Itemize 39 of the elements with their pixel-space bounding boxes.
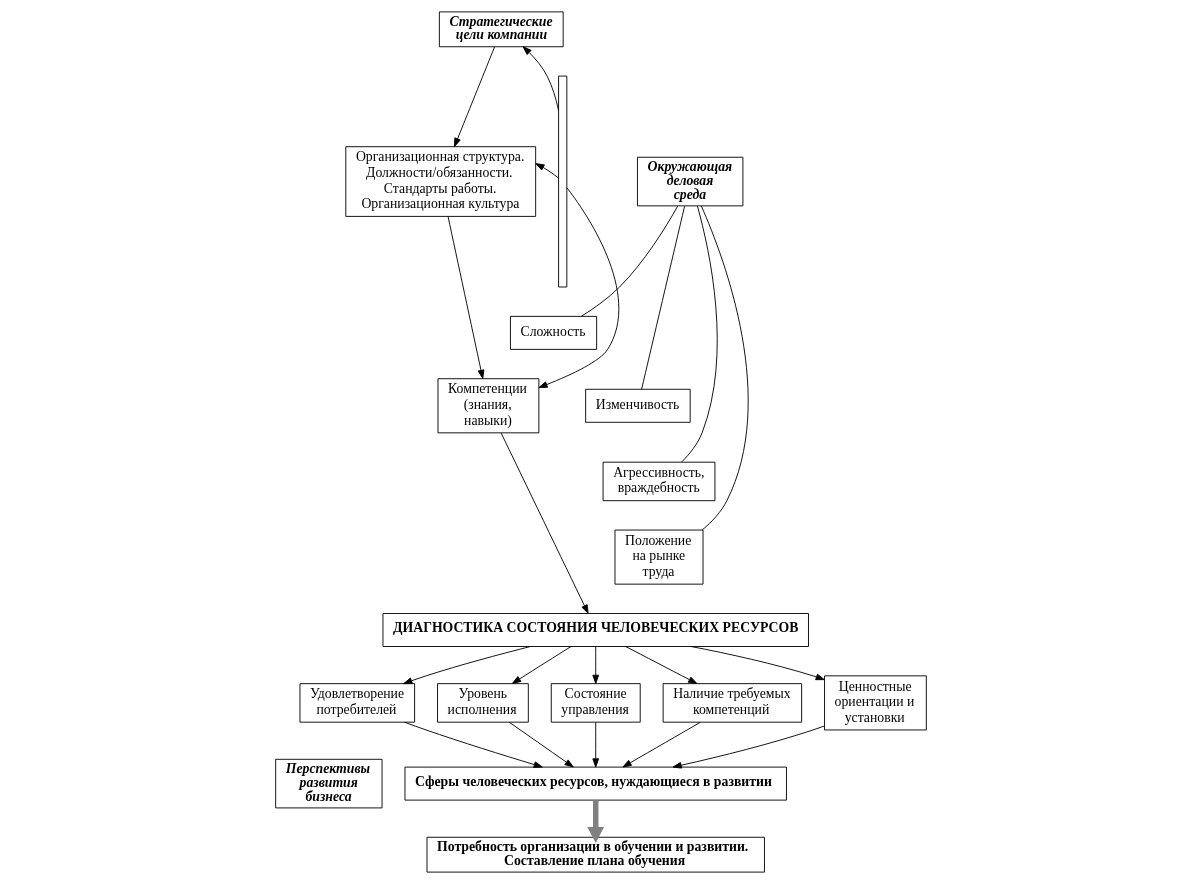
node-box: Состояние управления	[550, 683, 641, 723]
node-box: Перспективы развития бизнеса	[275, 758, 383, 809]
arrow	[500, 432, 589, 614]
connector	[641, 205, 686, 390]
node-box: Ценностные ориентации и установки	[824, 675, 927, 731]
node-box: Компетенции (знания, навыки)	[437, 378, 540, 434]
node-box: Окружающая деловая среда	[637, 156, 744, 207]
arrow	[587, 800, 605, 844]
node-box: Изменчивость	[585, 388, 691, 423]
connector	[681, 205, 718, 463]
arrow	[622, 721, 701, 768]
node-box: Сферы человеческих ресурсов, нуждающиеся в развитии	[404, 766, 787, 801]
arrow	[508, 721, 574, 768]
arrow	[592, 722, 600, 768]
node-box: ДИАГНОСТИКА СОСТОЯНИЯ ЧЕЛОВЕЧЕСКИХ РЕСУРСОВ	[382, 613, 809, 647]
arrow	[522, 46, 559, 111]
arrow	[625, 646, 698, 684]
arrow	[404, 721, 543, 768]
node-box: Сложность	[510, 315, 598, 350]
connector	[700, 205, 749, 531]
node-box: Наличие требуемых компетенций	[662, 683, 803, 723]
arrow	[690, 646, 825, 681]
node-box: Организационная структура. Должности/обязанности. Стандарты работы. Организационная культура	[345, 146, 537, 217]
connector	[580, 205, 679, 317]
node-box: Агрессивность, враждебность	[602, 461, 716, 502]
node-box: Стратегические цели компании	[438, 11, 564, 48]
arrow	[454, 46, 495, 148]
arrow	[672, 725, 825, 769]
arrow	[447, 216, 485, 379]
arrow	[592, 646, 600, 684]
arrow	[538, 187, 620, 389]
node-box: Положение на рынке труда	[614, 529, 704, 585]
arrow	[403, 646, 531, 685]
node-box: Удовлетворение потребителей	[299, 683, 416, 723]
node-brace	[558, 75, 568, 288]
arrow	[535, 163, 559, 179]
arrow	[511, 646, 572, 684]
node-box: Уровень исполнения	[437, 683, 529, 723]
node-box: Потребность организации в обучении и развитии. Составление плана обучения	[426, 836, 765, 873]
